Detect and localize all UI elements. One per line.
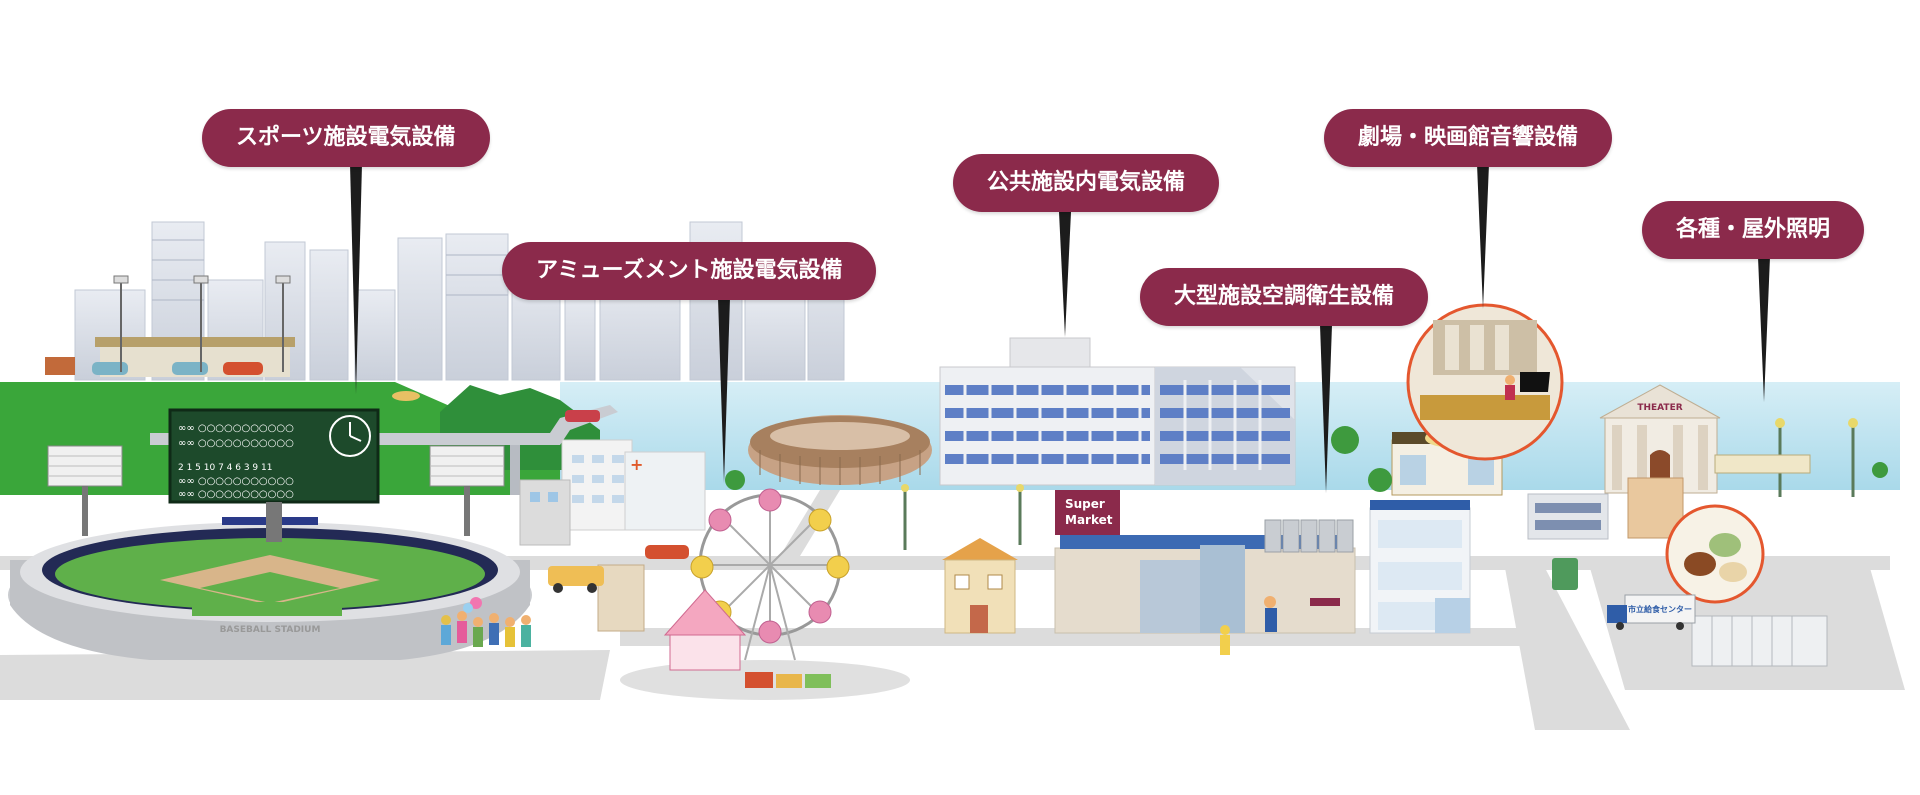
parked-cars (92, 362, 263, 375)
amusement-park (620, 488, 910, 700)
svg-text:+: + (630, 455, 643, 474)
train (1714, 454, 1811, 474)
stadium-lights (47, 445, 505, 536)
red-car (645, 545, 689, 559)
lunch-center: 市立給食センター (1607, 594, 1828, 667)
large-hvac-pin (1320, 325, 1332, 493)
theater-pin (1477, 164, 1489, 309)
hospital: + (561, 439, 706, 531)
scoreboard-row2: ∞∞ ○○○○○○○○○○○ (178, 438, 294, 449)
amusement-pin (718, 298, 730, 483)
theater-sign: THEATER (1637, 403, 1682, 413)
scoreboard-row1: ∞∞ ○○○○○○○○○○○ (178, 423, 294, 434)
theater-inset (1406, 303, 1564, 461)
category-outdoor-lighting[interactable]: 各種・屋外照明 (1642, 201, 1865, 259)
skaters (1220, 596, 1277, 655)
category-amusement-electric[interactable]: アミューズメント施設電気設備 (502, 242, 877, 300)
public-pin (1059, 212, 1071, 337)
outdoor-lighting-pin (1758, 257, 1770, 402)
scoreboard-innings: 2 1 5 10 7 4 6 3 9 11 (178, 463, 272, 473)
light-poles-top (120, 282, 284, 372)
lunch-inset (1665, 504, 1765, 604)
supermarket-sign-line2: Market (1065, 513, 1113, 527)
trees (725, 426, 1888, 492)
public-building (939, 337, 1296, 486)
large-facility (1369, 500, 1471, 634)
category-public-electric[interactable]: 公共施設内電気設備 (953, 154, 1220, 212)
bus (1552, 558, 1578, 590)
supermarket: Super Market (1054, 490, 1356, 634)
scoreboard-row3: ∞∞ ○○○○○○○○○○○ (178, 476, 294, 487)
category-sports-electric[interactable]: スポーツ施設電気設備 (202, 109, 490, 167)
gas-station-roof (95, 337, 295, 347)
scoreboard: ∞∞ ○○○○○○○○○○○ ∞∞ ○○○○○○○○○○○ 2 1 5 10 7… (168, 408, 380, 542)
small-office (1527, 477, 1684, 540)
supermarket-sign-line1: Super (1065, 497, 1105, 511)
scoreboard-row4: ∞∞ ○○○○○○○○○○○ (178, 489, 294, 500)
oval-stadium (748, 415, 932, 485)
townhouse (942, 538, 1018, 634)
lunch-center-sign: 市立給食センター (1628, 604, 1692, 614)
crowd (441, 597, 531, 647)
sports-pin (350, 164, 362, 394)
category-large-hvac[interactable]: 大型施設空調衛生設備 (1140, 268, 1429, 326)
stadium-sign: BASEBALL STADIUM (220, 625, 321, 635)
category-theater-sound[interactable]: 劇場・映画館音響設備 (1324, 109, 1613, 167)
house-left (519, 479, 645, 632)
